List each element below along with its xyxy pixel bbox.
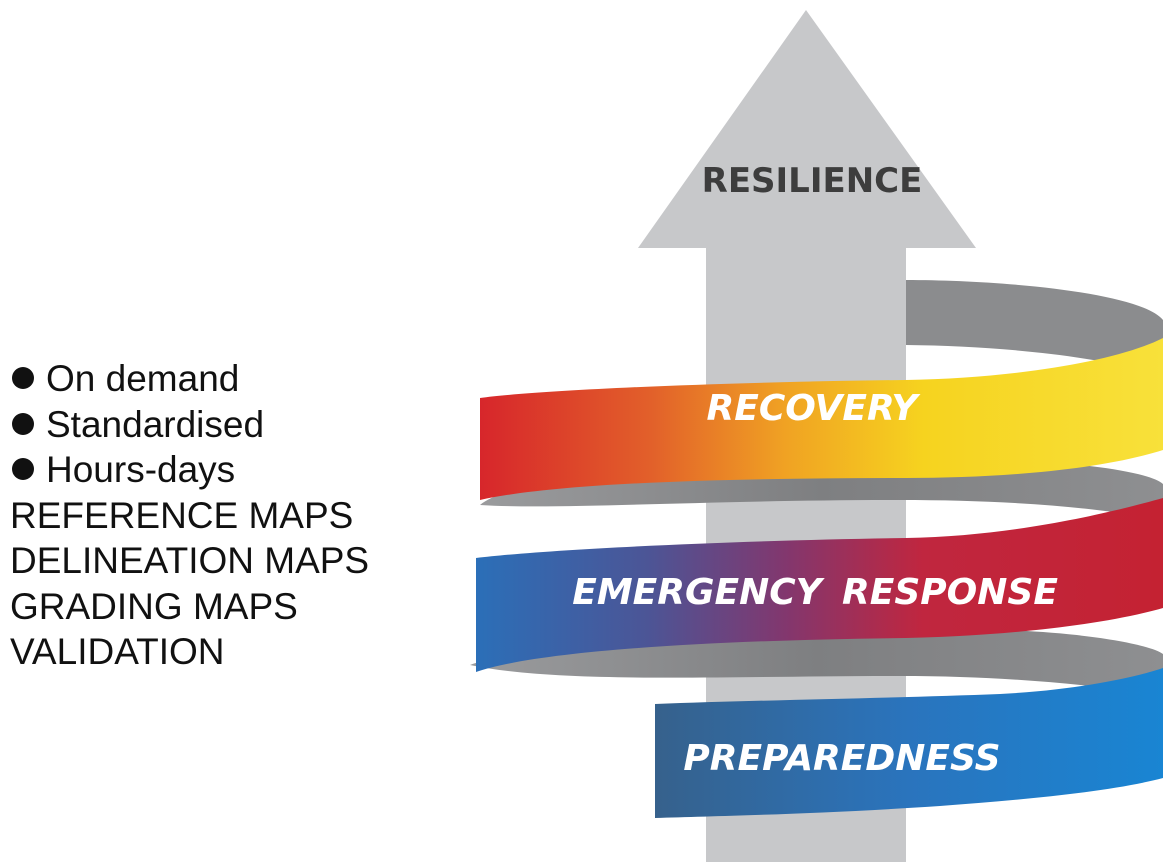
product-validation: VALIDATION [10,631,225,672]
product-delineation-maps: DELINEATION MAPS [10,540,370,581]
response-label: RESPONSE [842,572,1058,613]
bullet-dot-icon [12,458,34,480]
bullet-list: On demand Standardised Hours-days [10,356,462,493]
emergency-label: EMERGENCY [572,572,825,613]
bullet-item: Hours-days [10,447,462,493]
recovery-label: RECOVERY [707,388,922,429]
band-back-top [906,280,1163,376]
left-text-column: On demand Standardised Hours-days REFERE… [10,356,462,675]
preparedness-label: PREPAREDNESS [683,738,1000,779]
bullet-item: Standardised [10,402,462,448]
band-emergency-response [476,498,1163,672]
product-grading-maps: GRADING MAPS [10,585,298,627]
arrow-label: RESILIENCE [702,161,923,201]
product-reference-maps: REFERENCE MAPS [10,494,354,536]
bullet-item: On demand [10,356,462,402]
bullet-dot-icon [12,367,34,389]
band-recovery [480,338,1163,500]
band-preparedness [655,668,1163,818]
bullet-dot-icon [12,412,34,435]
